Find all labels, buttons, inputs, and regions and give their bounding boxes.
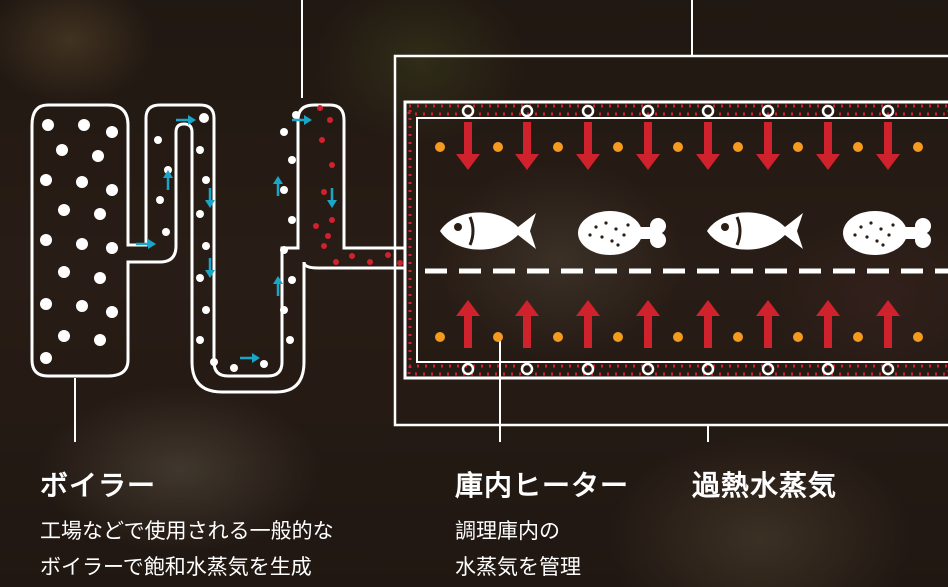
superheated-steam-title: 過熱水蒸気 bbox=[692, 469, 838, 502]
boiler-title: ボイラー bbox=[40, 469, 157, 502]
boiler-desc-line-1: 工場などで使用される一般的な bbox=[40, 519, 334, 543]
food-items bbox=[438, 210, 931, 255]
heater-title: 庫内ヒーター bbox=[455, 469, 630, 502]
oven-chamber bbox=[393, 54, 948, 427]
heater-dots bbox=[435, 142, 923, 342]
boiler-pipe bbox=[30, 103, 405, 394]
flow-arrows bbox=[136, 115, 337, 363]
heater-desc-line-1: 調理庫内の bbox=[455, 519, 560, 543]
boiler-desc-line-2: ボイラーで飽和水蒸気を生成 bbox=[40, 555, 312, 579]
heater-desc-line-2: 水蒸気を管理 bbox=[455, 555, 581, 579]
boiler-dots bbox=[40, 111, 300, 372]
superheated-dots bbox=[313, 105, 403, 266]
